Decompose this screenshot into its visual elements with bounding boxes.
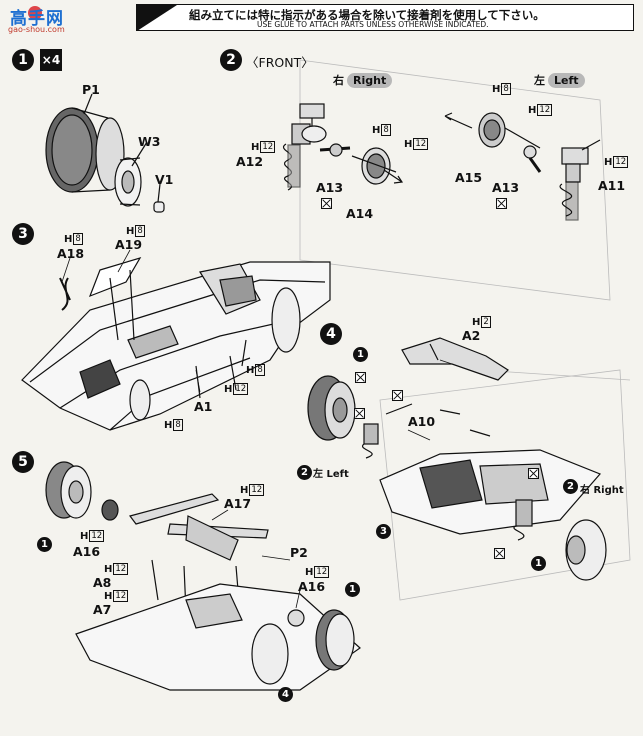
logo-url: gao-shou.com xyxy=(8,25,65,34)
warning-icon xyxy=(137,5,177,31)
part-A1: A1 xyxy=(194,399,213,414)
right-en: Right xyxy=(347,73,393,88)
step3-chassis-drawing xyxy=(21,256,331,431)
step1-tire-drawing xyxy=(45,93,165,213)
ref-step-1: 1 xyxy=(353,347,368,362)
part-A8: A8 xyxy=(93,575,112,590)
left-en: Left xyxy=(548,73,585,88)
front-title: 〈FRONT〉 xyxy=(246,55,314,70)
watermark-logo: 高手网 gao-shou.com xyxy=(4,4,98,34)
part-A12: A12 xyxy=(236,154,264,169)
step-4-marker: 4 xyxy=(320,323,342,345)
ref-step-1: 1 xyxy=(37,537,52,552)
part-A17: A17 xyxy=(224,496,252,511)
no-glue-icon xyxy=(528,468,539,479)
no-glue-icon xyxy=(355,372,366,383)
part-A16: A16 xyxy=(73,544,101,559)
part-A13-left: A13 xyxy=(492,180,520,195)
ref-step-1: 1 xyxy=(531,556,546,571)
part-A10: A10 xyxy=(408,414,436,429)
no-glue-icon xyxy=(494,548,505,559)
logo-badge xyxy=(28,6,42,20)
leader-lines xyxy=(61,249,453,609)
notice-english: USE GLUE TO ATTACH PARTS UNLESS OTHERWIS… xyxy=(257,20,489,29)
step-5-marker: 5 xyxy=(12,451,34,473)
ref-step-4: 4 xyxy=(278,687,293,702)
left-ref-label: 左 Left xyxy=(313,469,349,480)
part-A14: A14 xyxy=(346,206,374,221)
part-A15: A15 xyxy=(455,170,483,185)
quantity-badge: ×4 xyxy=(40,49,62,71)
no-glue-icon xyxy=(354,408,365,419)
part-A7: A7 xyxy=(93,602,112,617)
notice-japanese: 組み立てには特に指示がある場合を除いて接着剤を使用して下さい。 xyxy=(189,8,545,22)
part-A11: A11 xyxy=(598,178,626,193)
part-A2: A2 xyxy=(462,328,481,343)
ref-step-3: 3 xyxy=(376,524,391,539)
no-glue-icon xyxy=(392,390,403,401)
no-glue-icon xyxy=(496,198,507,209)
step-2-marker: 2 xyxy=(220,49,242,71)
left-jp: 左 xyxy=(534,74,545,87)
right-jp: 右 xyxy=(333,74,344,87)
step2-right-suspension xyxy=(283,103,404,191)
right-ref-label: 右 Right xyxy=(580,485,624,496)
part-P1: P1 xyxy=(82,82,100,97)
step5-assembly-drawing xyxy=(45,461,361,691)
part-P2: P2 xyxy=(290,545,308,560)
part-A16-right: A16 xyxy=(298,579,326,594)
no-glue-icon xyxy=(321,198,332,209)
ref-step-2-right: 2 xyxy=(563,479,578,494)
part-A13: A13 xyxy=(316,180,344,195)
part-A19: A19 xyxy=(115,237,143,252)
ref-step-1: 1 xyxy=(345,582,360,597)
part-A18: A18 xyxy=(57,246,85,261)
part-W3: W3 xyxy=(138,134,161,149)
step-1-marker: 1 xyxy=(12,49,34,71)
part-V1: V1 xyxy=(155,172,174,187)
step2-left-suspension xyxy=(444,112,601,221)
step-3-marker: 3 xyxy=(12,223,34,245)
glue-notice-box: 組み立てには特に指示がある場合を除いて接着剤を使用して下さい。 USE GLUE… xyxy=(136,4,634,31)
ref-step-2-left: 2 xyxy=(297,465,312,480)
step4-assembly-drawing xyxy=(307,337,607,581)
logo-title: 高手网 xyxy=(10,9,64,29)
